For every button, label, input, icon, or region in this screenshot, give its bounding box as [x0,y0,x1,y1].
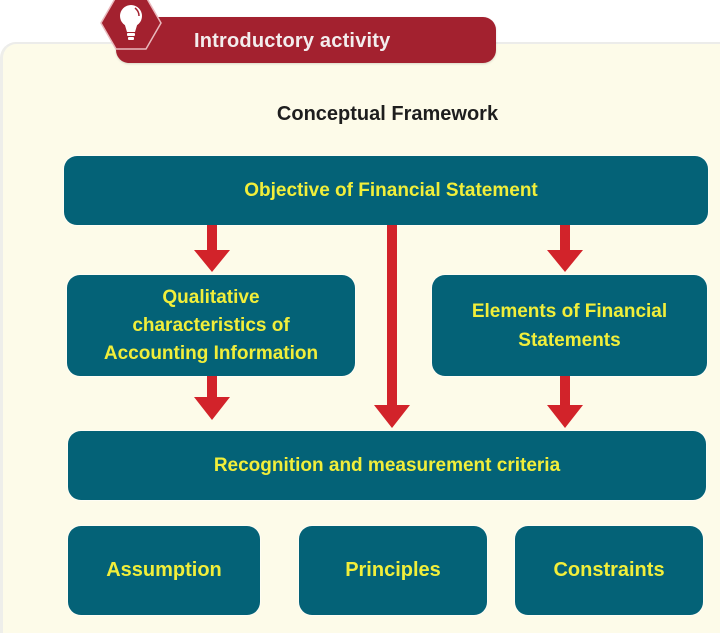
lightbulb-icon [100,0,162,50]
node-qualitative-line-2: characteristics of [132,314,290,336]
node-qualitative-line-1: Qualitative [162,286,260,308]
node-objective-label: Objective of Financial Statement [244,179,538,201]
node-elements-line-1: Elements of Financial [471,300,668,322]
node-elements-line-2: Statements [518,329,621,351]
header-label: Introductory activity [194,30,391,52]
node-principles: Principles [299,526,487,615]
arrow-down-icon [194,225,230,272]
node-recognition: Recognition and measurement criteria [68,431,706,500]
node-principles-label: Principles [345,559,441,581]
node-assumption: Assumption [68,526,260,615]
node-constraints-label: Constraints [553,559,665,581]
arrow-down-icon [547,376,583,428]
activity-header: Introductory activity [116,17,496,63]
arrow-down-icon [194,376,230,420]
arrow-down-icon [547,225,583,272]
node-elements: Elements of Financial Statements [432,275,707,376]
node-recognition-label: Recognition and measurement criteria [213,454,561,476]
node-constraints: Constraints [515,526,703,615]
diagram-title: Conceptual Framework [276,103,499,125]
node-objective: Objective of Financial Statement [64,156,708,225]
arrow-down-icon [374,225,410,428]
node-qualitative-line-3: Accounting Information [103,342,319,364]
node-assumption-label: Assumption [106,559,222,581]
node-qualitative: Qualitative characteristics of Accountin… [67,275,355,376]
